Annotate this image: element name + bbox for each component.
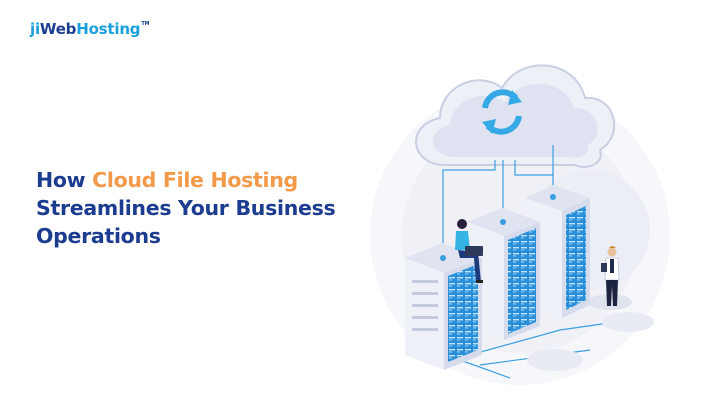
logo-trademark: TM bbox=[141, 21, 150, 27]
logo-web: Web bbox=[39, 20, 77, 38]
brand-logo[interactable]: jiWebHostingTM bbox=[30, 20, 150, 38]
cloud-icon bbox=[415, 64, 616, 168]
title-line-2: Streamlines Your Business bbox=[36, 196, 336, 220]
floor-pads bbox=[527, 294, 654, 371]
server-icon bbox=[405, 243, 482, 370]
title-prefix: How bbox=[36, 168, 93, 192]
logo-hosting: Hosting bbox=[76, 20, 141, 38]
sync-icon bbox=[482, 89, 522, 135]
page-title: How Cloud File Hosting Streamlines Your … bbox=[36, 166, 386, 250]
logo-ji: ji bbox=[30, 20, 40, 38]
title-line-3: Operations bbox=[36, 224, 161, 248]
title-accent: Cloud File Hosting bbox=[92, 168, 298, 192]
title-line-1: How Cloud File Hosting bbox=[36, 166, 386, 194]
cloud-server-illustration bbox=[370, 64, 670, 385]
person-icon bbox=[601, 246, 620, 306]
person-icon bbox=[455, 219, 483, 283]
